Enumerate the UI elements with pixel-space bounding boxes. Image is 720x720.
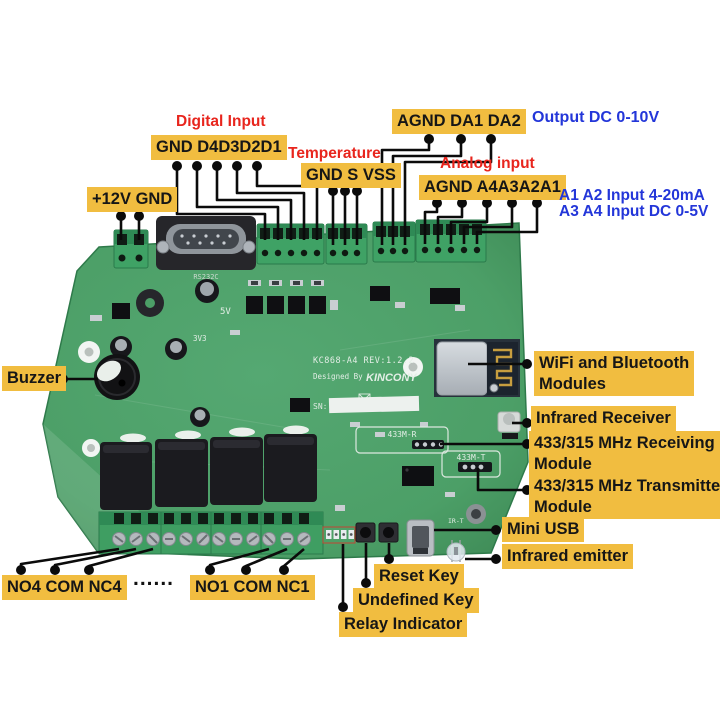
wifi-bluetooth-line2: Modules <box>539 374 606 393</box>
soic-chip <box>402 466 434 486</box>
model-silkscreen: KC868-A4 REV:1.2.2 <box>313 356 414 366</box>
ir-t-silkscreen: IR-T <box>448 517 464 525</box>
relay4-terminals-label: NO4 COM NC4 <box>2 575 127 600</box>
rf-transmitter-line2: Module <box>534 497 592 516</box>
antenna-connector <box>489 383 499 393</box>
relay-output-terminal <box>98 511 324 555</box>
terminal-power <box>113 229 149 269</box>
mounting-holes <box>78 341 486 524</box>
analog-input-note-1: A1 A2 Input 4-20mA <box>559 187 705 204</box>
temperature-title: Temperature <box>288 145 381 162</box>
mini-usb-label: Mini USB <box>502 517 585 542</box>
digital-input-pins-label: GND D4D3D2D1 <box>151 135 287 160</box>
infrared-emitter-label: Infrared emitter <box>502 544 634 569</box>
relay <box>264 434 317 502</box>
infrared-receiver-label: Infrared Receiver <box>531 406 676 431</box>
rf-modules: 433M-R 433M-T <box>355 426 501 486</box>
rf-receiving-line2: Module <box>534 454 592 473</box>
ic-chip <box>430 288 460 304</box>
rf-rx-socket <box>412 440 444 449</box>
analog-input-note-2: A3 A4 Input DC 0-5V <box>559 203 709 220</box>
relays <box>100 425 317 510</box>
rf-rx-silkscreen: 433M-R <box>388 430 417 439</box>
rf-receiving-label: 433/315 MHz Receiving Module <box>529 431 720 477</box>
temperature-pins-label: GND S VSS <box>301 163 401 188</box>
ellipsis-label: ...... <box>133 567 175 590</box>
brand-silkscreen: KINCONY <box>366 372 418 384</box>
relay-leds <box>326 530 354 539</box>
relay <box>100 442 152 510</box>
rf-receiving-line1: 433/315 MHz Receiving <box>534 434 715 452</box>
relay1-terminals-label: NO1 COM NC1 <box>190 575 315 600</box>
infrared-emitter-led <box>446 540 466 562</box>
3v3-silkscreen: 3V3 <box>193 334 207 343</box>
optocouplers <box>246 296 326 314</box>
pcb-antenna <box>493 348 513 387</box>
analog-input-title: Analog input <box>440 155 535 172</box>
power-pins-label: +12V GND <box>87 187 178 212</box>
db9-connector: RS232C <box>156 216 256 281</box>
analog-output-pins-label: AGND DA1 DA2 <box>392 109 526 134</box>
reset-key-label: Reset Key <box>374 564 464 589</box>
board-components <box>90 279 465 511</box>
led-row-outline <box>322 526 356 544</box>
relay <box>155 439 208 507</box>
wifi-bluetooth-line1: WiFi and Bluetooth <box>539 354 690 372</box>
buzzer-component <box>94 354 140 400</box>
ic-chip <box>370 286 390 301</box>
relay <box>210 437 263 505</box>
rf-tx-silkscreen: 433M-T <box>457 453 486 462</box>
5v-silkscreen: 5V <box>220 307 231 317</box>
reset-key-button <box>378 522 399 543</box>
sn-silkscreen: SN: <box>313 402 327 411</box>
sn-label <box>328 395 420 414</box>
bottom-io: IR-T <box>322 517 466 562</box>
undefined-key-button <box>355 522 376 543</box>
digital-input-title: Digital Input <box>176 113 266 130</box>
ic-chip <box>290 398 310 412</box>
relay-indicator-label: Relay Indicator <box>339 612 468 637</box>
callout-dots <box>16 134 542 612</box>
rf-transmitter-label: 433/315 MHz Transmitter Module <box>529 474 720 520</box>
terminal-screws <box>112 532 311 546</box>
metal-shield <box>436 341 488 396</box>
designed-by-silkscreen: Designed By <box>313 372 363 381</box>
buzzer-label: Buzzer <box>2 366 67 391</box>
rs232-silkscreen: RS232C <box>193 273 218 281</box>
esp32-module <box>434 339 520 397</box>
ic-chip <box>112 303 130 319</box>
undefined-key-label: Undefined Key <box>353 588 479 613</box>
wifi-bluetooth-label: WiFi and Bluetooth Modules <box>534 351 695 397</box>
silkscreen-center: KC868-A4 REV:1.2.2 Designed By KINCONY 3… <box>193 307 420 414</box>
analog-output-note: Output DC 0-10V <box>532 109 660 126</box>
mini-usb-connector <box>406 519 435 557</box>
resistor-pads <box>90 280 465 511</box>
rf-transmitter-line1: 433/315 MHz Transmitter <box>534 477 720 495</box>
analog-input-pins-label: AGND A4A3A2A1 <box>419 175 566 200</box>
